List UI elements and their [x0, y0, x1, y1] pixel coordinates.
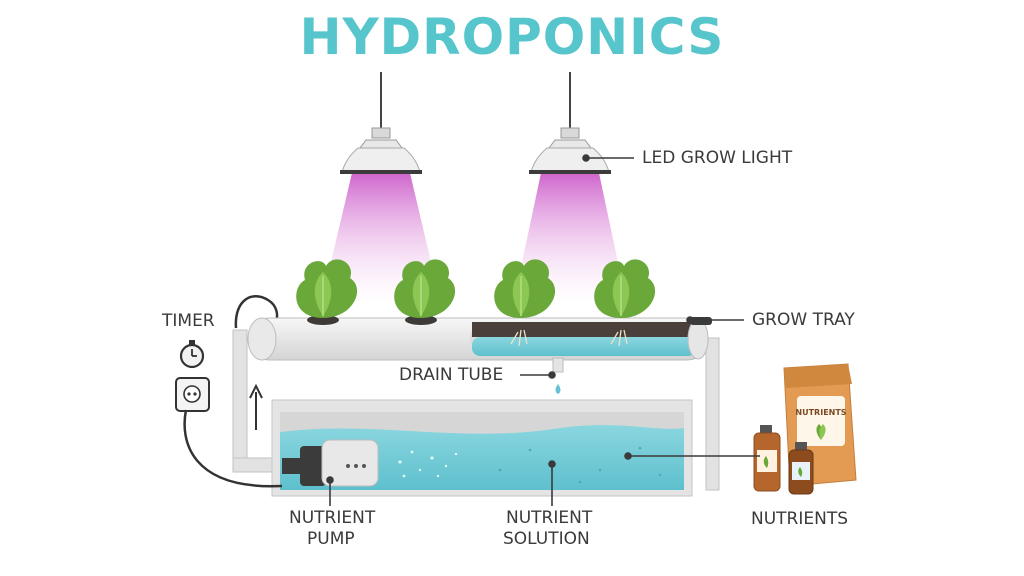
page-title: HYDROPONICS — [299, 8, 725, 66]
lettuce-plant-3 — [494, 259, 556, 318]
led-grow-light-left-icon — [340, 127, 422, 174]
tray-cable — [234, 295, 279, 329]
lettuce-plant-1 — [296, 259, 358, 325]
nutrient-bottle-large-icon — [753, 425, 781, 492]
led-grow-light-right-icon — [529, 127, 611, 174]
label-nutrients: NUTRIENTS — [751, 509, 849, 529]
leader-lines — [326, 154, 760, 506]
label-nutrient-solution-line1: NUTRIENT — [506, 508, 593, 528]
label-drain-tube: DRAIN TUBE — [399, 365, 504, 385]
nutrient-reservoir — [271, 399, 693, 497]
nutrient-bottle-small-icon — [788, 442, 814, 495]
label-timer: TIMER — [162, 311, 215, 331]
right-support-pipe — [705, 337, 720, 491]
lettuce-plant-4 — [594, 259, 656, 318]
label-led-grow-light: LED GROW LIGHT — [642, 148, 793, 168]
nutrient-pump-icon — [282, 439, 379, 487]
drain-tube — [552, 357, 564, 394]
label-grow-tray: GROW TRAY — [752, 310, 855, 330]
label-nutrient-pump-line1: NUTRIENT — [289, 508, 376, 528]
power-socket-icon — [175, 377, 210, 412]
roots — [510, 329, 628, 347]
label-nutrient-pump-line2: PUMP — [307, 529, 355, 549]
label-nutrient-solution-line2: SOLUTION — [503, 529, 590, 549]
timer-icon — [179, 340, 205, 369]
left-support-pipe — [232, 329, 248, 471]
pump-cable — [183, 409, 283, 488]
lettuce-plant-2 — [394, 259, 456, 325]
flow-arrow-icon — [249, 383, 263, 430]
bag-text: NUTRIENTS — [795, 408, 846, 417]
grow-tray — [247, 317, 712, 361]
